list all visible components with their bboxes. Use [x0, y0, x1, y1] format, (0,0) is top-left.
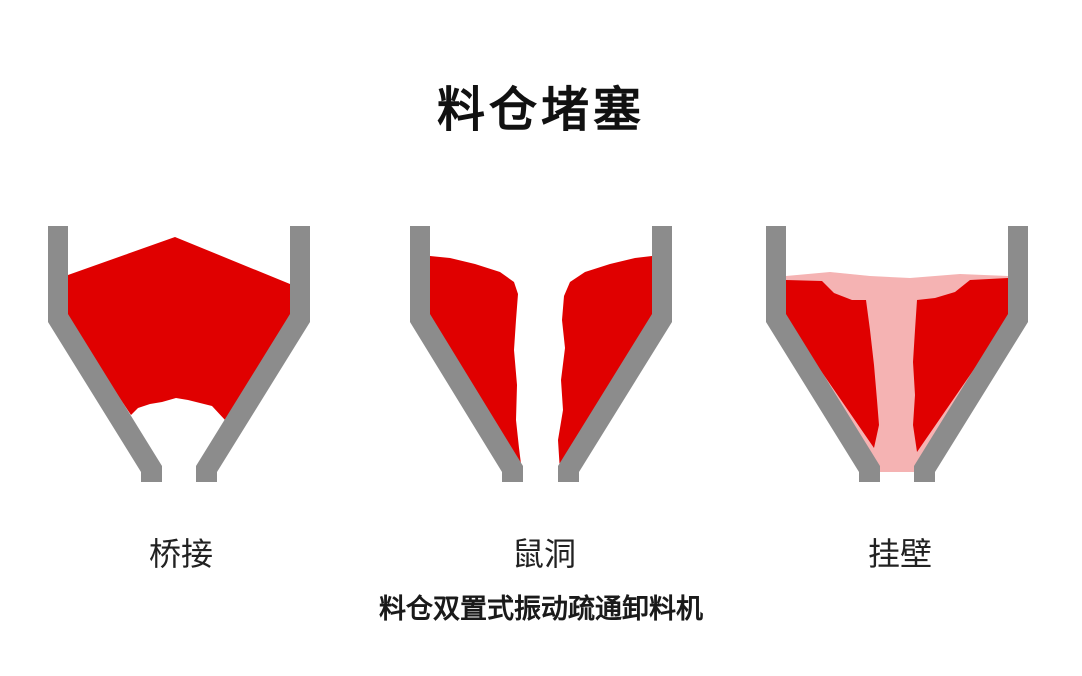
- hopper-wall-buildup: [766, 226, 1028, 482]
- material-fill-right: [913, 278, 1008, 452]
- label-ratholing: 鼠洞: [511, 535, 576, 573]
- hopper-left-wall: [48, 226, 162, 482]
- hopper-right-wall: [914, 226, 1028, 482]
- hopper-bridging: [48, 226, 310, 482]
- hopper-ratholing: [410, 226, 672, 482]
- page-title: 料仓堵塞: [436, 82, 645, 138]
- hopper-left-wall: [410, 226, 523, 482]
- label-wall-buildup: 挂壁: [867, 535, 932, 573]
- label-bridging: 桥接: [148, 535, 213, 573]
- hopper-right-wall: [196, 226, 310, 482]
- material-fill-right: [558, 256, 652, 472]
- hopper-right-wall: [558, 226, 672, 482]
- material-fill-left: [786, 280, 879, 448]
- material-fill: [68, 237, 290, 420]
- hopper-left-wall: [766, 226, 880, 482]
- caption: 料仓双置式振动疏通卸料机: [379, 594, 703, 625]
- material-fill-left: [430, 256, 522, 472]
